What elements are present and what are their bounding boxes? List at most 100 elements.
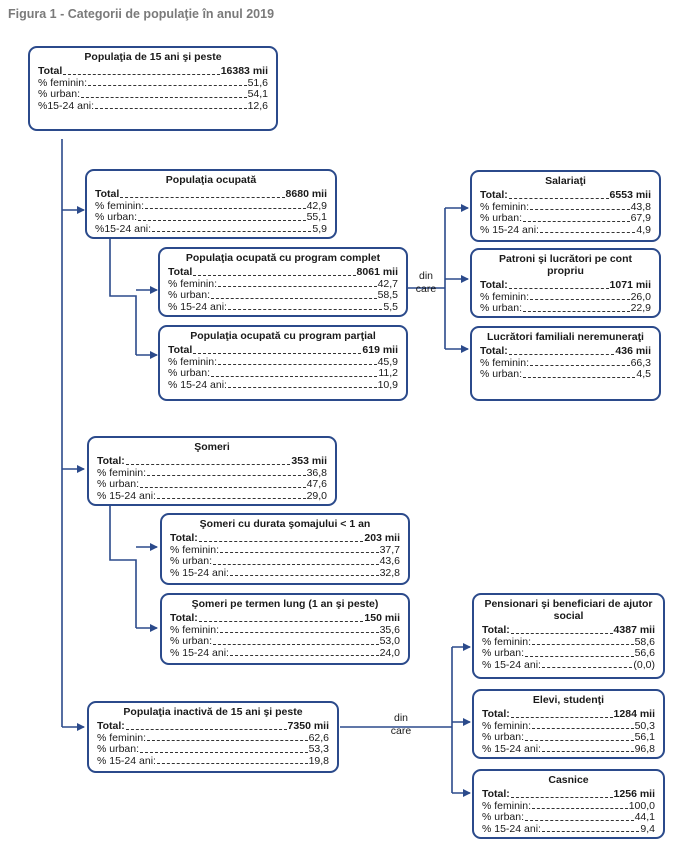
dash-leader (508, 197, 609, 199)
row-label: % 15-24 ani: (170, 566, 229, 579)
dash-leader (211, 375, 378, 377)
dash-leader (541, 831, 640, 833)
dash-leader (147, 475, 306, 477)
row-feminin: % feminin:42,7 (168, 277, 398, 291)
dash-leader (218, 286, 377, 288)
row-value: 1256 mii (613, 788, 655, 800)
row-label: Total (38, 65, 63, 77)
row-urban: % urban:67,9 (480, 213, 651, 225)
row-value: 55,1 (306, 211, 327, 224)
dash-leader (213, 643, 379, 645)
row-value: 4,9 (636, 223, 651, 236)
dash-leader (95, 108, 247, 110)
box-patroni: Patroni şi lucrători pe cont propriu Tot… (470, 248, 661, 318)
row-label: % urban: (97, 478, 140, 491)
row-label: %15-24 ani: (95, 222, 152, 235)
dash-leader (220, 552, 379, 554)
box-title: Lucrători familiali neremuneraţi (487, 331, 644, 343)
dash-leader (539, 232, 636, 234)
row-label: % feminin: (482, 719, 532, 732)
dash-leader (140, 751, 308, 753)
row-label: Total (168, 344, 193, 356)
box-program-partial: Populaţia ocupată cu program parţial Tot… (158, 325, 408, 401)
row-label: % feminin: (97, 731, 147, 744)
din-care-label-2: din care (384, 712, 418, 738)
box-title: Populaţia de 15 ani şi peste (84, 51, 222, 63)
row-label: Total: (170, 612, 198, 624)
row-value: 36,8 (306, 466, 327, 479)
dash-leader (213, 563, 379, 565)
row-value: 37,7 (379, 543, 400, 556)
row-value: 619 mii (362, 344, 398, 356)
row-label: % 15-24 ani: (168, 378, 227, 391)
dash-leader (525, 739, 634, 741)
box-title: Populaţia ocupată cu program parţial (190, 330, 376, 342)
row-value: 436 mii (615, 345, 651, 357)
dash-leader (532, 728, 634, 730)
row-label: Total: (482, 788, 510, 800)
row-15-24: % 15-24 ani: 4,9 (480, 223, 651, 237)
dash-leader (229, 655, 379, 657)
row-label: % urban: (170, 635, 213, 648)
box-salariati: Salariaţi Total:6553 mii % feminin:43,8 … (470, 170, 661, 242)
row-15-24: % 15-24 ani:19,8 (97, 755, 329, 768)
dash-leader (63, 73, 220, 75)
row-label: % 15-24 ani: (170, 646, 229, 659)
row-value: 150 mii (364, 612, 400, 624)
row-value: 4387 mii (613, 624, 655, 636)
figure-title: Figura 1 - Categorii de populaţie în anu… (8, 7, 275, 21)
row-label: % feminin: (168, 355, 218, 368)
ocupata-sub-line (109, 238, 137, 355)
dash-leader (523, 220, 630, 222)
box-title: Populaţia inactivă de 15 ani şi peste (123, 706, 303, 718)
dash-leader (81, 96, 247, 98)
box-populatia-inactiva: Populaţia inactivă de 15 ani şi peste To… (87, 701, 339, 773)
row-value: 42,7 (377, 277, 398, 290)
row-value: 45,9 (377, 355, 398, 368)
row-urban: % urban:4,5 (480, 369, 651, 381)
row-value: 58,6 (634, 635, 655, 648)
row-label: % urban: (38, 88, 81, 101)
dash-leader (523, 310, 630, 312)
dash-leader (145, 208, 306, 210)
row-value: 6553 mii (609, 189, 651, 201)
box-casnice: Casnice Total:1256 mii % feminin:100,0 %… (472, 769, 665, 839)
row-total: Total:353 mii (97, 455, 327, 468)
row-total: Total 619 mii (168, 344, 398, 357)
row-value: 56,6 (634, 647, 655, 660)
row-urban: % urban:22,9 (480, 303, 651, 315)
row-value: 56,1 (634, 731, 655, 744)
row-label: Total: (480, 279, 508, 291)
box-pensionari: Pensionari şi beneficiari de ajutor soci… (472, 593, 665, 679)
row-label: % 15-24 ani: (480, 223, 539, 236)
row-total: Total: 150 mii (170, 612, 400, 625)
row-feminin: % feminin: 36,8 (97, 466, 327, 480)
box-title: Populaţia ocupată cu program complet (185, 252, 381, 264)
care-text: care (415, 283, 437, 295)
row-label: Total: (97, 455, 125, 467)
row-total: Total:4387 mii (482, 624, 655, 637)
row-urban: % urban:54,1 (38, 89, 268, 101)
row-label: % feminin: (97, 466, 147, 479)
row-value: 26,0 (630, 290, 651, 303)
row-value: 53,0 (379, 635, 400, 648)
row-15-24: %15-24 ani:12,6 (38, 100, 268, 113)
row-urban: % urban: 53,0 (170, 636, 400, 648)
row-value: 9,4 (640, 822, 655, 835)
row-label: % 15-24 ani: (168, 300, 227, 313)
dash-leader (532, 644, 634, 646)
row-value: 50,3 (634, 719, 655, 732)
row-total: Total: 1256 mii (482, 788, 655, 801)
row-15-24: % 15-24 ani:5,5 (168, 300, 398, 314)
row-value: 35,6 (379, 623, 400, 636)
dash-leader (140, 486, 306, 488)
row-value: 43,6 (379, 555, 400, 568)
row-label: % urban: (480, 368, 523, 381)
row-label: Total: (480, 345, 508, 357)
row-total: Total:6553 mii (480, 189, 651, 202)
row-label: % feminin: (480, 200, 530, 213)
dash-leader (138, 219, 306, 221)
box-title: Patroni şi lucrători pe cont propriu (498, 253, 633, 277)
